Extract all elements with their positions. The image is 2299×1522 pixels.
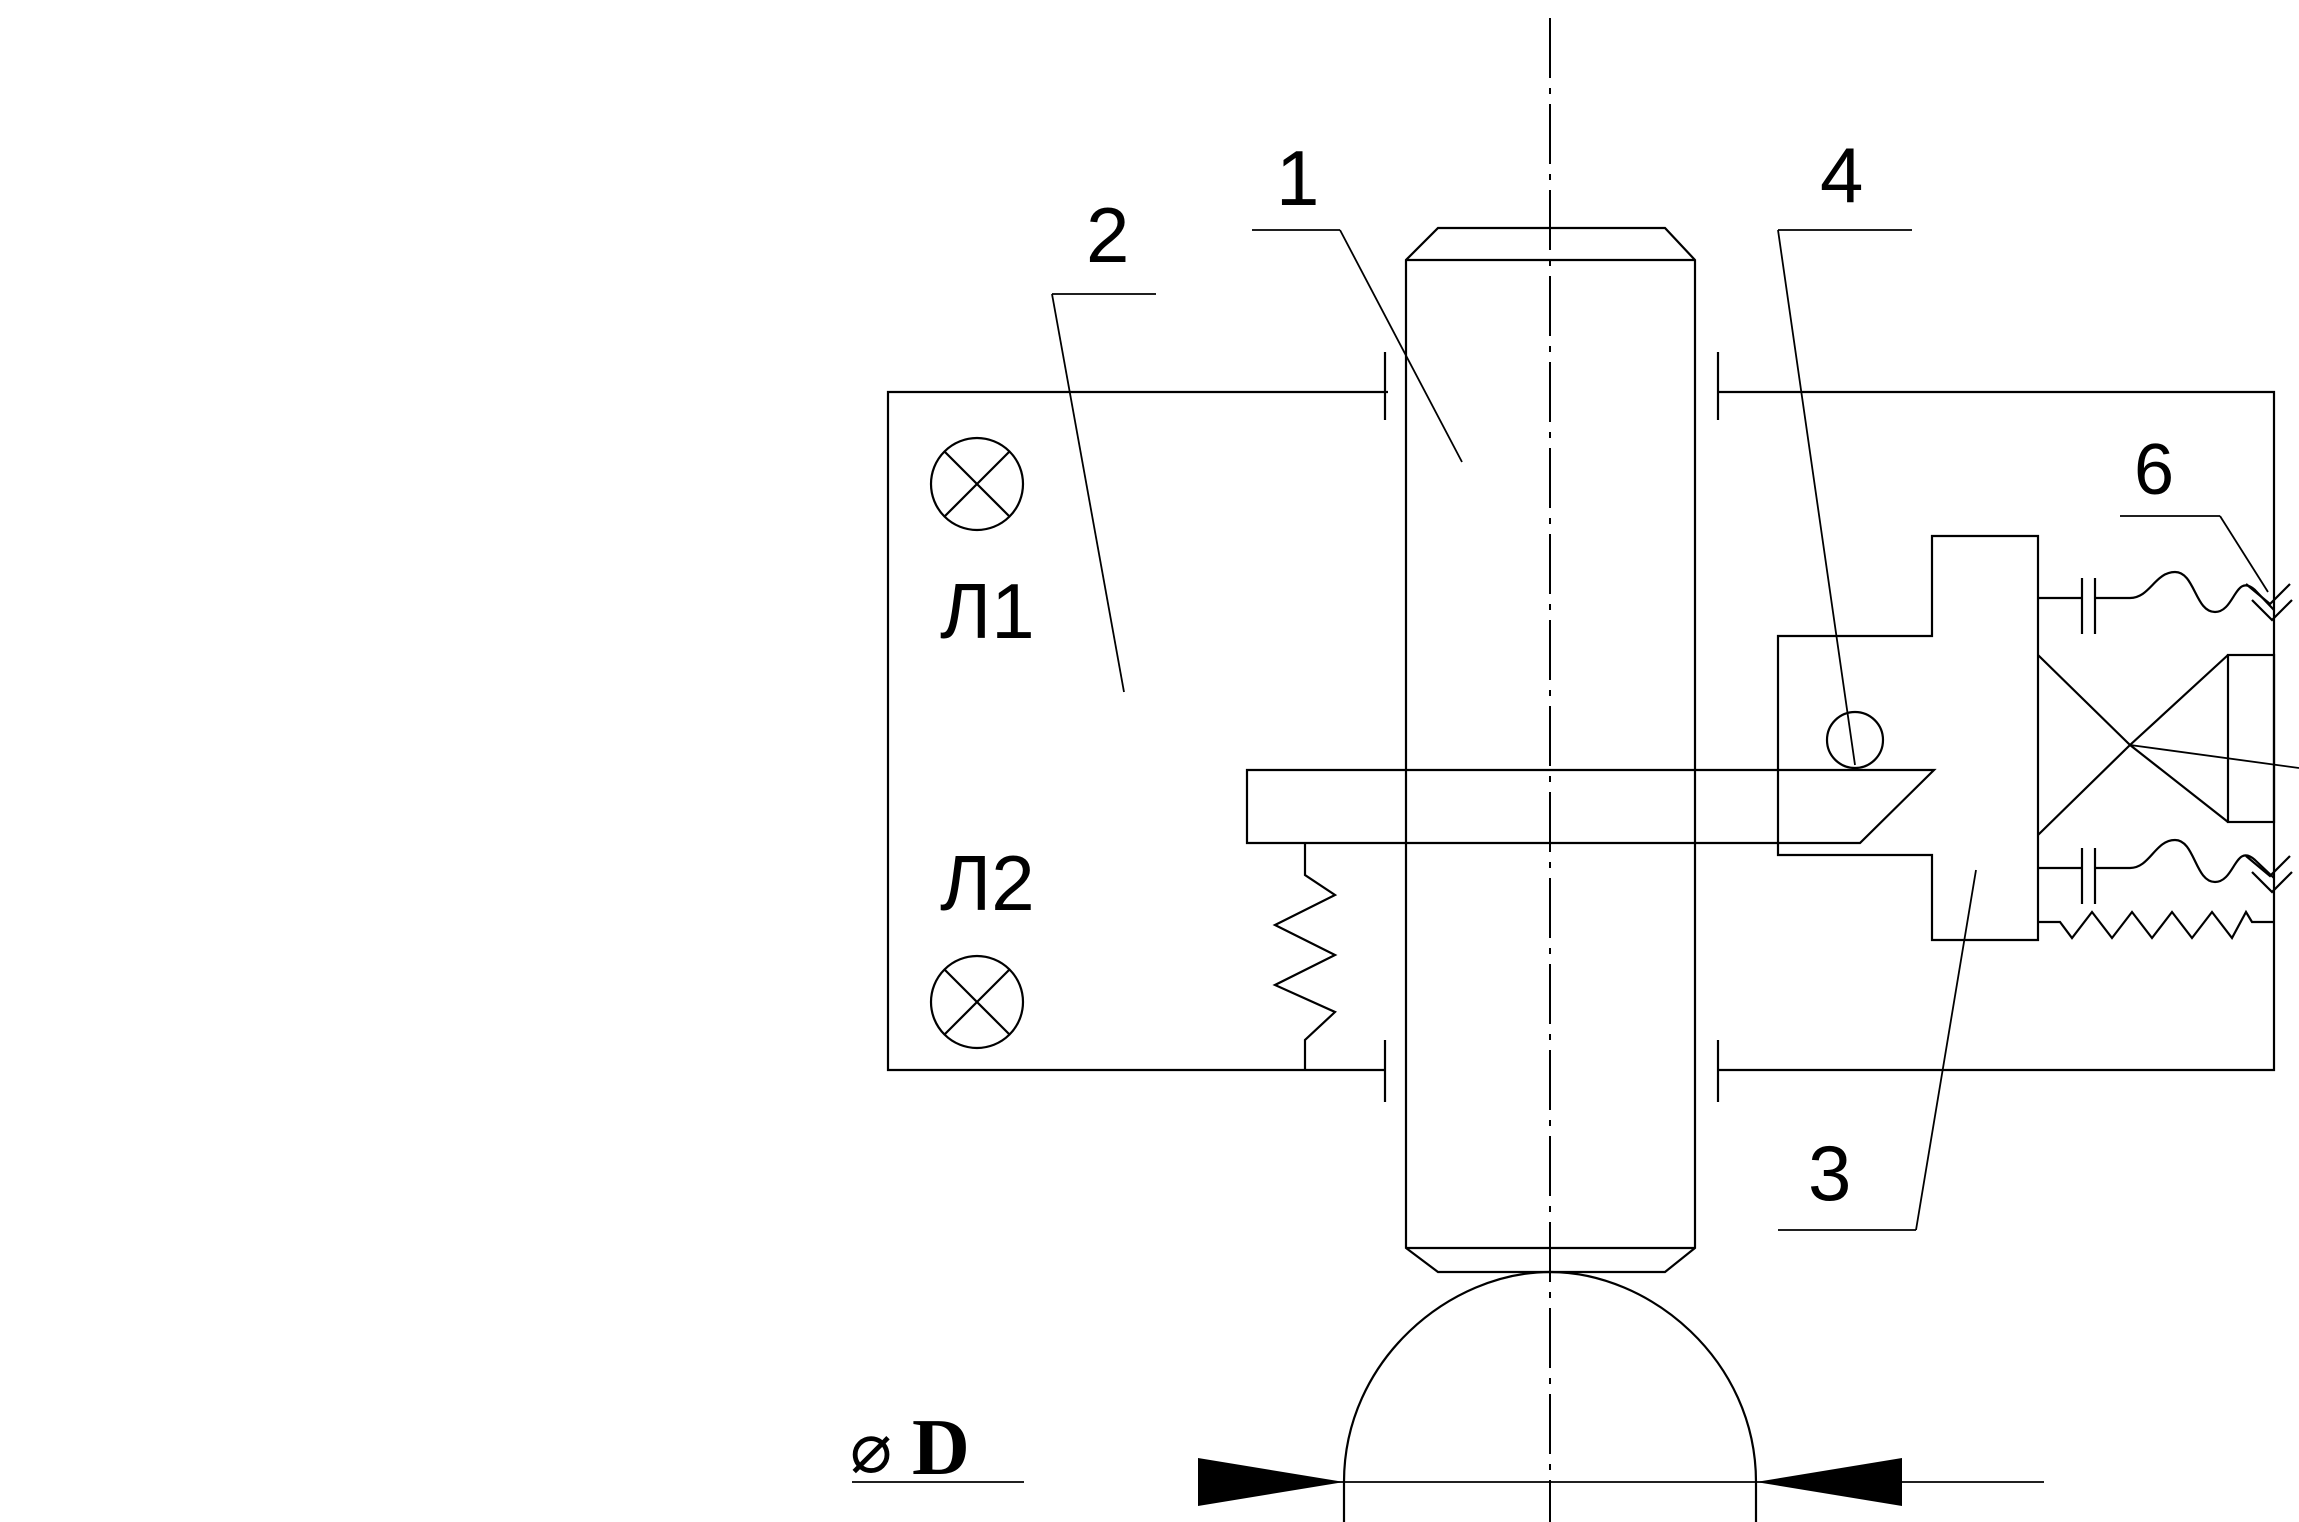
label-lamp-2: Л2 [940, 839, 1035, 927]
housing-right-outline [1718, 390, 2276, 1072]
right-spring [2038, 909, 2274, 941]
link-4 [2129, 744, 2229, 823]
housing-left-outline [886, 390, 1388, 1072]
label-lamp-1: Л1 [940, 567, 1035, 655]
leader-6 [2219, 515, 2269, 593]
leader-5 [2129, 744, 2299, 769]
link-2 [2037, 744, 2131, 836]
leader-2 [1051, 293, 1125, 693]
lamp-1-icon [929, 436, 1025, 532]
label-part-3: 3 [1808, 1129, 1851, 1217]
link-3 [2129, 654, 2229, 746]
leader-4 [1777, 229, 1856, 766]
lever-arm [1245, 768, 1937, 845]
diameter-label: D [912, 1404, 970, 1492]
label-part-2: 2 [1086, 191, 1129, 279]
dim-arrow-left [1198, 1458, 1344, 1506]
upper-contact-wire [2038, 570, 2293, 634]
lower-contact-wire [2038, 838, 2293, 904]
measuring-rod [1404, 226, 1697, 1274]
contact-block [1776, 534, 2040, 942]
label-part-4: 4 [1820, 131, 1863, 219]
dim-arrow-right [1756, 1458, 1902, 1506]
leader-1 [1339, 229, 1463, 463]
label-part-6: 6 [2134, 430, 2174, 510]
link-1 [2037, 654, 2131, 746]
leader-3 [1915, 869, 1977, 1231]
left-spring [1272, 843, 1338, 1070]
lamp-2-icon [929, 954, 1025, 1050]
right-plate [2226, 653, 2276, 824]
diameter-symbol: ⌀ [850, 1407, 892, 1489]
workpiece-arc [1342, 1270, 1758, 1522]
label-part-1: 1 [1276, 134, 1319, 222]
pivot-ball [1825, 710, 1885, 770]
